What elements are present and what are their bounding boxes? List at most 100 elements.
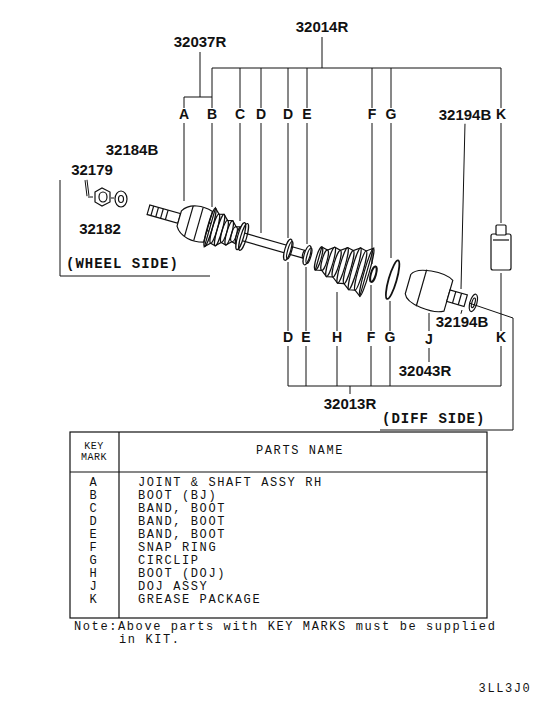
table-header: KEY MARK (76, 441, 112, 463)
cotter-pin (86, 180, 88, 196)
table-cell: B (90, 490, 99, 503)
table-cell: CIRCLIP (138, 555, 200, 568)
leader-line (240, 123, 241, 221)
key-mark: F (367, 330, 376, 345)
table-cell: D (90, 516, 99, 529)
key-mark: F (368, 107, 377, 122)
table-cell: K (90, 594, 99, 607)
leader-line (322, 37, 323, 68)
part-number: 32014R (296, 19, 349, 36)
leader-lines (60, 37, 513, 430)
leader-line (380, 430, 513, 431)
leader-line (371, 346, 372, 386)
leader-line (350, 386, 351, 394)
key-mark: A (179, 107, 189, 122)
table-cell: F (90, 542, 99, 555)
table-cell: JOINT & SHAFT ASSY RH (138, 477, 323, 490)
leader-line (288, 68, 289, 108)
leader-line (391, 123, 392, 258)
key-mark: K (496, 330, 506, 345)
leader-line (501, 273, 502, 331)
circlip (383, 259, 402, 300)
leader-line (501, 346, 502, 386)
side-label: (WHEEL SIDE) (66, 257, 179, 272)
part-number: 32194B (439, 107, 492, 124)
leader-line (390, 346, 391, 386)
boot-band (282, 238, 295, 261)
leader-line (306, 267, 307, 331)
leader-line (391, 68, 392, 108)
washer (115, 191, 127, 207)
table-cell: J (90, 581, 99, 594)
key-mark: E (301, 330, 310, 345)
leader-line (111, 198, 114, 199)
leader-line (288, 262, 289, 331)
leader-line (88, 197, 93, 198)
note: Note:Above parts with KEY MARKS must be … (74, 621, 499, 647)
leader-line (307, 123, 308, 244)
table-cell: C (90, 503, 99, 516)
boot-band (301, 245, 313, 266)
leader-line (390, 301, 391, 331)
leader-line (60, 180, 61, 276)
part-number: 32194B (436, 314, 489, 331)
snap-ring (369, 266, 378, 283)
table-cell: SNAP RING (138, 542, 217, 555)
table-cell: DOJ ASSY (138, 581, 208, 594)
doj-housing (403, 265, 471, 319)
leader-line (184, 97, 212, 98)
part-number: 32013R (324, 396, 377, 413)
table-cell: BOOT (BJ) (138, 490, 217, 503)
key-mark: G (385, 330, 396, 345)
leader-line (212, 68, 213, 108)
key-mark: D (283, 107, 293, 122)
leader-line (288, 386, 501, 387)
key-mark: D (256, 107, 266, 122)
part-number: 32182 (79, 221, 121, 238)
leader-line (372, 123, 373, 264)
key-mark: K (496, 107, 506, 122)
leader-line (240, 68, 241, 108)
leader-line (60, 276, 210, 277)
leader-line (288, 346, 289, 386)
key-mark: G (386, 107, 397, 122)
key-mark: H (332, 330, 342, 345)
leader-line (212, 68, 501, 69)
doj-boot (309, 234, 376, 297)
hub-nut (95, 188, 110, 206)
leader-line (307, 68, 308, 108)
leader-line (200, 52, 201, 97)
drawing-code: 3LL3J0 (479, 683, 532, 696)
key-mark: E (302, 107, 311, 122)
part-number: 32043R (399, 363, 452, 380)
boot-band (234, 222, 250, 251)
leader-line (513, 318, 514, 430)
table-cell: GREASE PACKAGE (138, 594, 261, 607)
table-cell: BAND, BOOT (138, 503, 226, 516)
side-label: (DIFF SIDE) (382, 412, 485, 427)
table-cell: BAND, BOOT (138, 529, 226, 542)
leader-line (501, 123, 502, 223)
table-cell: E (90, 529, 99, 542)
parts-table (70, 432, 487, 618)
leader-line (184, 123, 185, 201)
leader-line (461, 123, 465, 289)
leader-line (212, 123, 213, 207)
table-cell: BOOT (DOJ) (138, 568, 226, 581)
spline-stub (147, 205, 181, 223)
grease-package (491, 225, 511, 270)
table-header: PARTS NAME (256, 445, 344, 458)
leader-line (501, 68, 502, 108)
part-number: 32179 (71, 162, 113, 179)
table-cell: A (90, 477, 99, 490)
leader-line (337, 292, 338, 331)
leader-line (261, 68, 262, 108)
part-number: 32037R (174, 34, 227, 51)
part-number: 32184B (106, 142, 159, 159)
leader-line (429, 348, 430, 362)
table-cell: G (90, 555, 99, 568)
leader-line (306, 346, 307, 386)
leader-line (288, 123, 289, 238)
leader-line (337, 346, 338, 386)
leader-line (429, 313, 430, 331)
